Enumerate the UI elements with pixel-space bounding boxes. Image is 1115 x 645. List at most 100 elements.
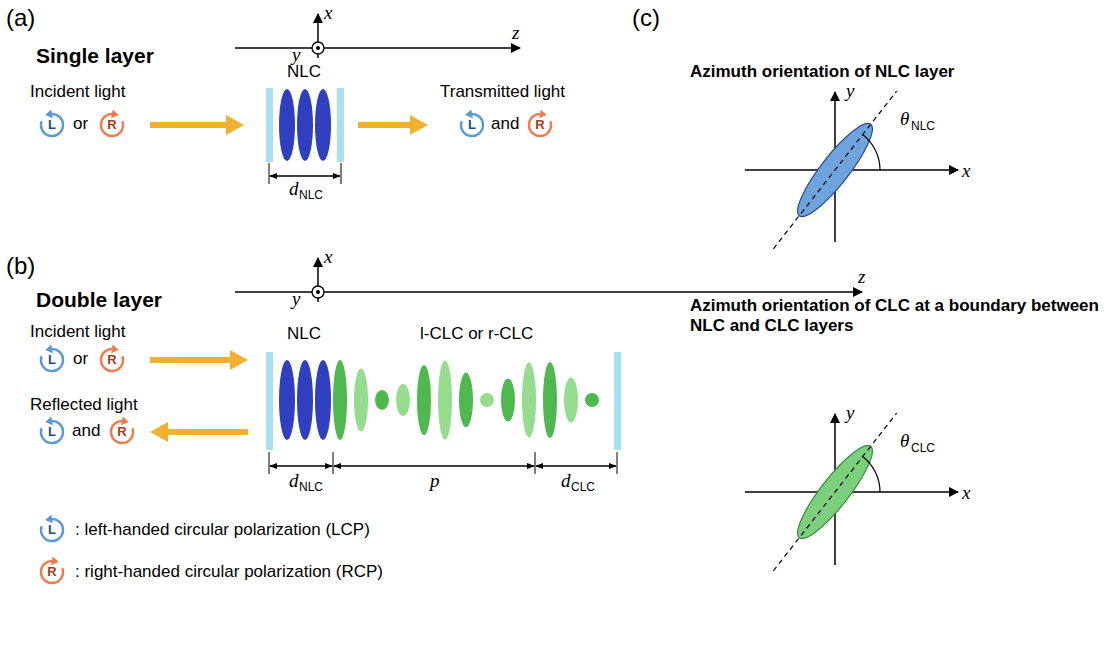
- text-label: (b): [6, 252, 35, 280]
- clc-molecule: [375, 390, 389, 410]
- arrow-head: [51, 556, 59, 565]
- math-symbol: d: [289, 178, 299, 200]
- polarization-letter: R: [525, 110, 555, 140]
- text-label: or: [73, 349, 88, 369]
- legend-symbol: R: [37, 557, 67, 587]
- arrow-head: [111, 344, 119, 353]
- double-layer-cell-part: [315, 360, 331, 440]
- light-arrow-a: [150, 115, 428, 135]
- polarization-symbol: L: [457, 110, 487, 140]
- arrow-head: [111, 109, 119, 118]
- math-symbol: x: [962, 160, 970, 182]
- thickness-dimension-a-part: [270, 175, 340, 176]
- polarization-letter: L: [37, 110, 67, 140]
- azimuth-clc-part: [773, 413, 896, 571]
- axes-a-part: [316, 46, 320, 50]
- clc-molecule: [333, 360, 347, 440]
- clc-molecule: [585, 393, 599, 407]
- math-symbol: y: [846, 80, 854, 102]
- clc-molecule: [354, 368, 368, 431]
- panel-title: Double layer: [36, 288, 162, 312]
- text-label: NLC: [287, 62, 321, 82]
- clc-molecule: [564, 378, 578, 423]
- clc-molecule: [417, 365, 431, 435]
- legend-text: : left-handed circular polarization (LCP…: [75, 519, 370, 541]
- legend-symbol: L: [37, 515, 67, 545]
- text-label: Reflected light: [30, 395, 138, 415]
- light-arrow-b: [150, 350, 248, 442]
- double-layer-cell-part: [279, 360, 295, 440]
- math-symbol: p: [430, 470, 440, 492]
- arrow-head: [465, 109, 473, 118]
- axes-b-part: [312, 286, 324, 298]
- axes-b-part: [235, 291, 862, 293]
- thickness-dimension-b-part: [269, 452, 270, 474]
- polarization-letter: R: [97, 110, 127, 140]
- light-arrow-b-part: [166, 429, 248, 435]
- text-label: Transmitted light: [440, 82, 565, 102]
- axes-a: [235, 14, 520, 58]
- polarization-letter: L: [37, 345, 67, 375]
- light-arrow-a-part: [150, 122, 228, 128]
- clc-molecule: [438, 360, 452, 439]
- clc-molecule: [501, 379, 515, 422]
- double-layer-cell-part: [614, 352, 621, 450]
- light-arrow-b-part: [150, 357, 232, 363]
- math-symbol: θ: [900, 430, 909, 452]
- nlc-cell-a-part: [297, 89, 313, 161]
- text-label: (a): [6, 4, 35, 32]
- polarization-letter: L: [37, 515, 67, 545]
- polarization-symbol: L: [37, 345, 67, 375]
- polarization-symbol: R: [525, 110, 555, 140]
- math-symbol: y: [846, 402, 854, 424]
- polarization-symbol: L: [37, 417, 67, 447]
- polarization-letter: L: [457, 110, 487, 140]
- arrow-head: [121, 416, 129, 425]
- azimuth-nlc-part: [773, 91, 896, 249]
- azimuth-clc-part: [863, 457, 880, 493]
- math-symbol: θ: [900, 108, 909, 130]
- clc-molecule: [522, 362, 536, 437]
- double-layer-cell-part: [297, 360, 313, 440]
- thickness-dimension-b-part: [536, 465, 616, 466]
- axes-a-part: [235, 47, 520, 49]
- polarization-symbol: R: [97, 345, 127, 375]
- clc-molecule: [459, 373, 473, 428]
- clc-molecule: [396, 384, 410, 416]
- text-label: or: [73, 114, 88, 134]
- subscript: CLC: [571, 481, 595, 495]
- azimuth-nlc-part: [863, 135, 880, 171]
- clc-molecule: [543, 362, 557, 438]
- nlc-cell-a-part: [266, 88, 273, 162]
- polarization-letter: R: [107, 417, 137, 447]
- arrow-head: [45, 514, 53, 523]
- thickness-dimension-b-part: [270, 465, 332, 466]
- math-symbol: z: [858, 266, 865, 288]
- light-arrow-a-part: [358, 122, 412, 128]
- nlc-cell-a: [266, 88, 344, 162]
- light-arrow-b-part: [150, 422, 168, 442]
- text-label: (c): [632, 4, 660, 32]
- panel-title: Azimuth orientation of CLC at a boundary…: [690, 296, 1110, 335]
- text-label: and: [72, 421, 100, 441]
- math-symbol: z: [512, 22, 519, 44]
- subscript: NLC: [299, 481, 323, 495]
- azimuth-clc: [745, 413, 958, 571]
- light-arrow-a-part: [226, 115, 244, 135]
- azimuth-nlc: [745, 91, 958, 249]
- thickness-dimension-a-part: [341, 163, 342, 184]
- axes-a-part: [312, 42, 324, 54]
- polarization-letter: R: [37, 557, 67, 587]
- subscript: NLC: [911, 120, 935, 134]
- double-layer-cell-part: [266, 352, 273, 450]
- text-label: and: [491, 114, 519, 134]
- polarization-symbol: R: [97, 110, 127, 140]
- thickness-dimension-b-part: [617, 452, 618, 474]
- math-symbol: x: [324, 2, 332, 24]
- double-layer-cell: [266, 352, 621, 450]
- clc-molecule: [480, 393, 494, 407]
- axes-b-part: [316, 290, 320, 294]
- nlc-cell-a-part: [315, 89, 331, 161]
- text-label: l-CLC or r-CLC: [420, 324, 533, 344]
- math-symbol: y: [292, 288, 300, 310]
